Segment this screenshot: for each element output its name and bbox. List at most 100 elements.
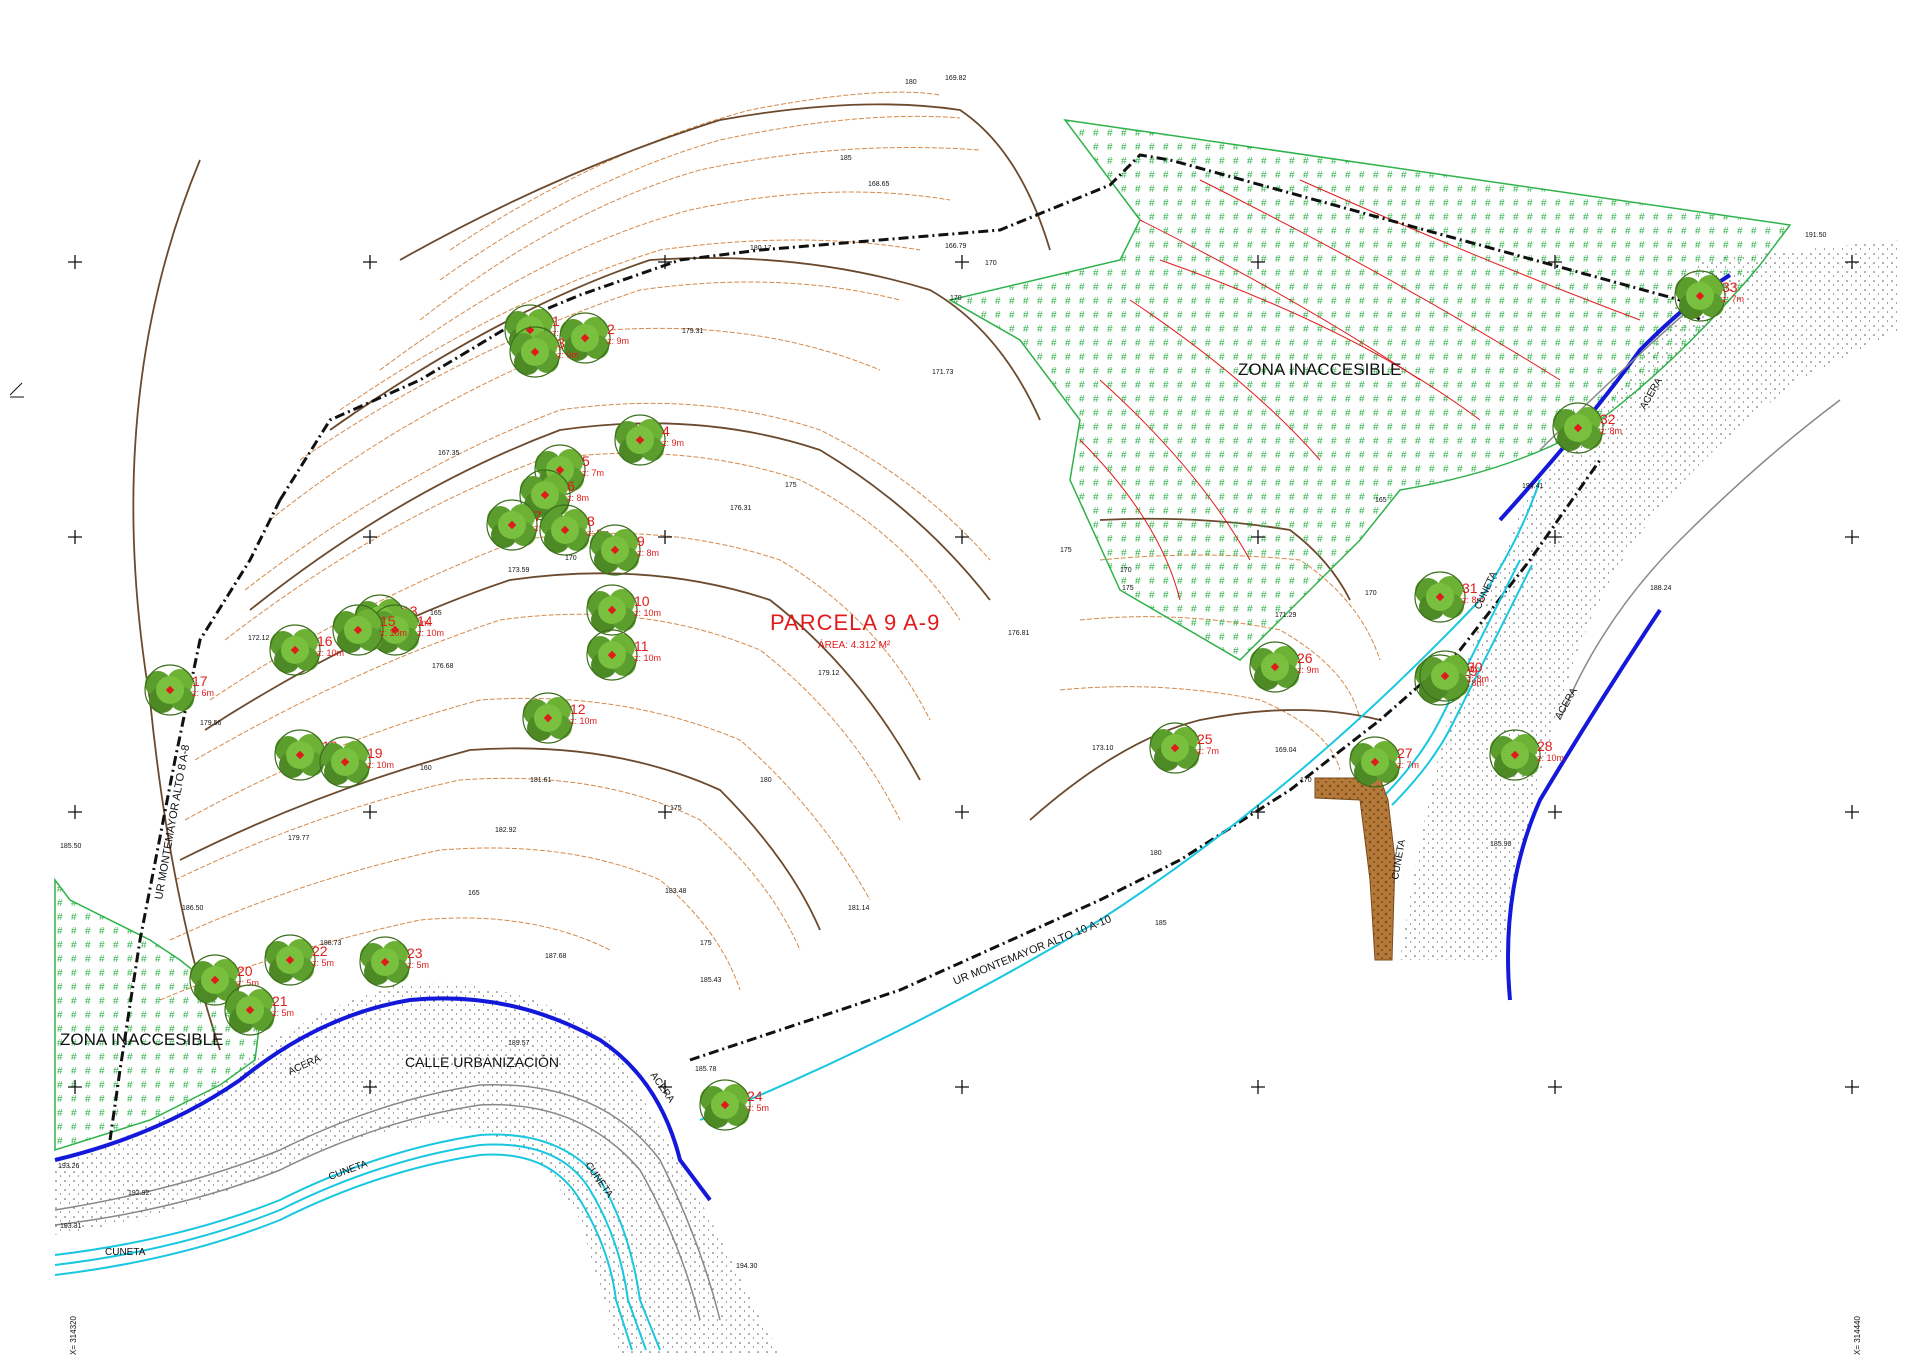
tree-number: 12 (570, 701, 586, 717)
spot-height: 180.17 (750, 245, 772, 252)
tree-icon (359, 936, 411, 988)
tree-icon (264, 934, 316, 986)
spot-height: 171.29 (1275, 612, 1297, 619)
tree-height: z: 7m (1197, 746, 1219, 756)
grid-cross (1251, 805, 1265, 819)
tree-number: 25 (1197, 731, 1213, 747)
spot-height: 179.31 (682, 328, 704, 335)
spot-height: 193.26 (58, 1163, 80, 1170)
neighbor-label-a10: UR MONTEMAYOR ALTO 10 A-10 (952, 913, 1113, 988)
spot-height: 169.04 (1275, 747, 1297, 754)
spot-height: 169.82 (945, 75, 967, 82)
tree-number: 6 (567, 478, 575, 494)
tree-height: z: 9m (607, 336, 629, 346)
spot-height: 172.12 (248, 635, 270, 642)
grid-cross (955, 805, 969, 819)
tree-31: 31z: 8m (1414, 571, 1484, 623)
tree-height: z: 8m (567, 493, 589, 503)
tree-height: z: 8m (1462, 678, 1484, 688)
tree-number: 33 (1722, 279, 1738, 295)
contour-label: 180 (1150, 850, 1162, 857)
grid-cross (363, 255, 377, 269)
tree-number: 19 (367, 745, 383, 761)
spot-height: 188.24 (1650, 585, 1672, 592)
spot-height: 194.30 (736, 1263, 758, 1270)
tree-33: 33z: 7m (1674, 270, 1744, 322)
tree-15: 15z: 10m (332, 604, 407, 656)
tree-10: 10z: 10m (586, 584, 661, 636)
tree-height: z: 7m (582, 468, 604, 478)
spot-height: 185.78 (695, 1066, 717, 1073)
grid-cross (658, 530, 672, 544)
tree-16: 16z: 10m (269, 624, 344, 676)
contour-label: 165 (468, 890, 480, 897)
zone-label-main: ZONA INACCESIBLE (1238, 360, 1401, 379)
spot-height: 179.56 (200, 720, 222, 727)
spot-height: 185.43 (700, 977, 722, 984)
contour-label: 170 (950, 295, 962, 302)
tree-number: 20 (237, 963, 253, 979)
grid-cross (1845, 255, 1859, 269)
street-label-calle: CALLE URBANIZACIÓN (405, 1054, 559, 1070)
parcel-area: ÁREA: 4.312 M² (818, 638, 891, 651)
tree-icon (699, 1079, 751, 1131)
tree-height: z: 10m (317, 648, 344, 658)
spot-height: 189.57 (508, 1040, 530, 1047)
spot-height: 181.61 (530, 777, 552, 784)
tree-number: 7 (534, 508, 542, 524)
contour-label: 185 (1155, 920, 1167, 927)
tree-24: 24z: 5m (699, 1079, 769, 1131)
tree-number: 16 (317, 633, 333, 649)
grid-cross (1845, 805, 1859, 819)
spot-height: 176.68 (432, 663, 454, 670)
tree-number: 3 (557, 335, 565, 351)
cunetas (54, 479, 1541, 1351)
spot-height: 192.92 (128, 1190, 150, 1197)
tree-height: z: 5m (747, 1103, 769, 1113)
tree-height: z: 10m (634, 608, 661, 618)
neighbor-label-a8: UR MONTEMAYOR ALTO 8 A-8 (153, 744, 192, 901)
spot-heights: 169.82168.65166.79180.17179.31171.73167.… (58, 75, 1827, 1270)
tree-12: 12z: 10m (522, 692, 597, 744)
contour-labels: 1801851701751701751801751701651701751801… (420, 79, 1387, 947)
contour-label: 170 (1365, 590, 1377, 597)
tree-number: 21 (272, 993, 288, 1009)
contour-label: 175 (700, 940, 712, 947)
tree-height: z: 5m (272, 1008, 294, 1018)
tree-height: z: 8m (1462, 595, 1484, 605)
tree-23: 23z: 5m (359, 936, 429, 988)
zone-label-left: ZONA INACCESIBLE (60, 1030, 223, 1049)
tree-3: 3z: 9m (509, 326, 579, 378)
tree-number: 30 (1467, 659, 1483, 675)
grid-cross (1548, 1080, 1562, 1094)
tree-9: 9z: 8m (589, 524, 659, 576)
grid-cross (955, 1080, 969, 1094)
tree-icon (224, 984, 276, 1036)
contour-label: 180 (760, 777, 772, 784)
spot-height: 185.90 (1490, 841, 1512, 848)
tree-icon (486, 499, 538, 551)
tree-19: 19z: 10m (319, 736, 394, 788)
tree-number: 1 (552, 313, 560, 329)
spot-height: 191.50 (1805, 232, 1827, 239)
grid-cross (1251, 1080, 1265, 1094)
tree-height: z: 9m (557, 350, 579, 360)
tree-height: z: 8m (1467, 674, 1489, 684)
contour-label: 175 (1060, 547, 1072, 554)
grid-cross (1251, 255, 1265, 269)
contour-label: 170 (1120, 567, 1132, 574)
tree-icon (269, 624, 321, 676)
tree-height: z: 8m (637, 548, 659, 558)
tree-height: z: 10m (417, 628, 444, 638)
tree-height: z: 10m (380, 628, 407, 638)
tree-height: z: 8m (1600, 426, 1622, 436)
tree-icon (274, 729, 326, 781)
tree-number: 4 (662, 423, 670, 439)
grid-cross (658, 255, 672, 269)
spot-height: 179.12 (818, 670, 840, 677)
spot-height: 193.31 (60, 1223, 82, 1230)
grid-cross (1251, 530, 1265, 544)
tree-number: 17 (192, 673, 208, 689)
tree-icon (1149, 722, 1201, 774)
